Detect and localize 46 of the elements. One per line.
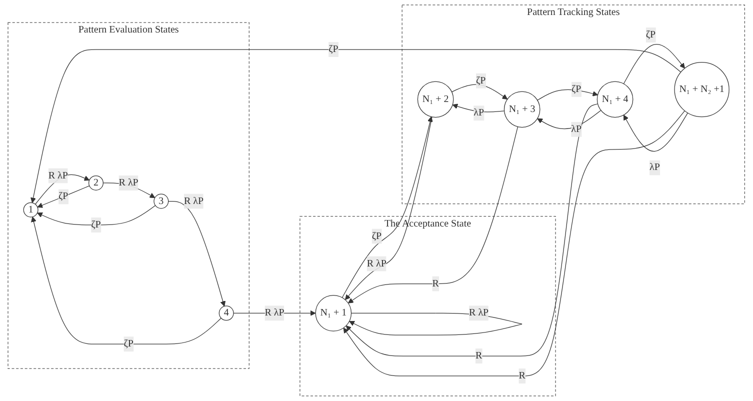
edge-label: λP <box>474 108 484 118</box>
arrow <box>31 216 222 344</box>
arrow <box>452 104 505 112</box>
node-circle: N₁ + 1 <box>315 295 352 332</box>
edge-label: R λP <box>118 177 138 188</box>
edge-label: ζP <box>476 75 486 86</box>
arrow <box>624 112 688 152</box>
node-circle: 2 <box>88 175 104 190</box>
node-circle: N₁ + 2 <box>418 81 454 118</box>
arrow <box>30 49 682 204</box>
edge-label: R λP <box>264 308 284 318</box>
arrow <box>233 310 316 316</box>
edge-label: R <box>476 350 482 361</box>
edge-label: λP <box>650 162 660 173</box>
arrow <box>35 174 90 205</box>
edge-label: ζP <box>328 44 338 55</box>
edge-label: R λP <box>48 170 68 181</box>
node-circle: 3 <box>154 194 169 209</box>
edge-label: ζP <box>124 338 134 350</box>
arrow <box>37 205 156 226</box>
edge-label: ζP <box>646 29 656 40</box>
edge-label: λP <box>571 124 582 134</box>
node-circle: N₁ + 4 <box>597 81 634 118</box>
arrow <box>37 185 90 208</box>
arrow <box>537 89 598 101</box>
arrow <box>343 110 686 376</box>
edge-label: ζP <box>91 219 101 230</box>
edge-label: R λP <box>184 196 204 206</box>
edge-label: ζP <box>58 191 68 202</box>
arrow <box>168 200 226 307</box>
edge-label: ζP <box>372 230 382 242</box>
edge-label: R <box>518 370 526 381</box>
arrow <box>349 312 522 336</box>
edge-label: R λP <box>367 258 387 269</box>
node-circle: 4 <box>218 306 234 321</box>
node-circle: N₁ + N₂ +1 <box>674 62 730 118</box>
node-circle: 1 <box>23 202 38 218</box>
arrow <box>537 110 602 130</box>
arrow <box>624 44 686 84</box>
edge-label: ζP <box>572 84 582 94</box>
node-circle: N₁ + 3 <box>504 91 540 128</box>
arrow <box>348 126 518 304</box>
arrow <box>346 104 598 356</box>
edge-label: R λP <box>469 308 489 318</box>
edge-label: R <box>432 278 440 289</box>
arrow <box>452 84 508 100</box>
